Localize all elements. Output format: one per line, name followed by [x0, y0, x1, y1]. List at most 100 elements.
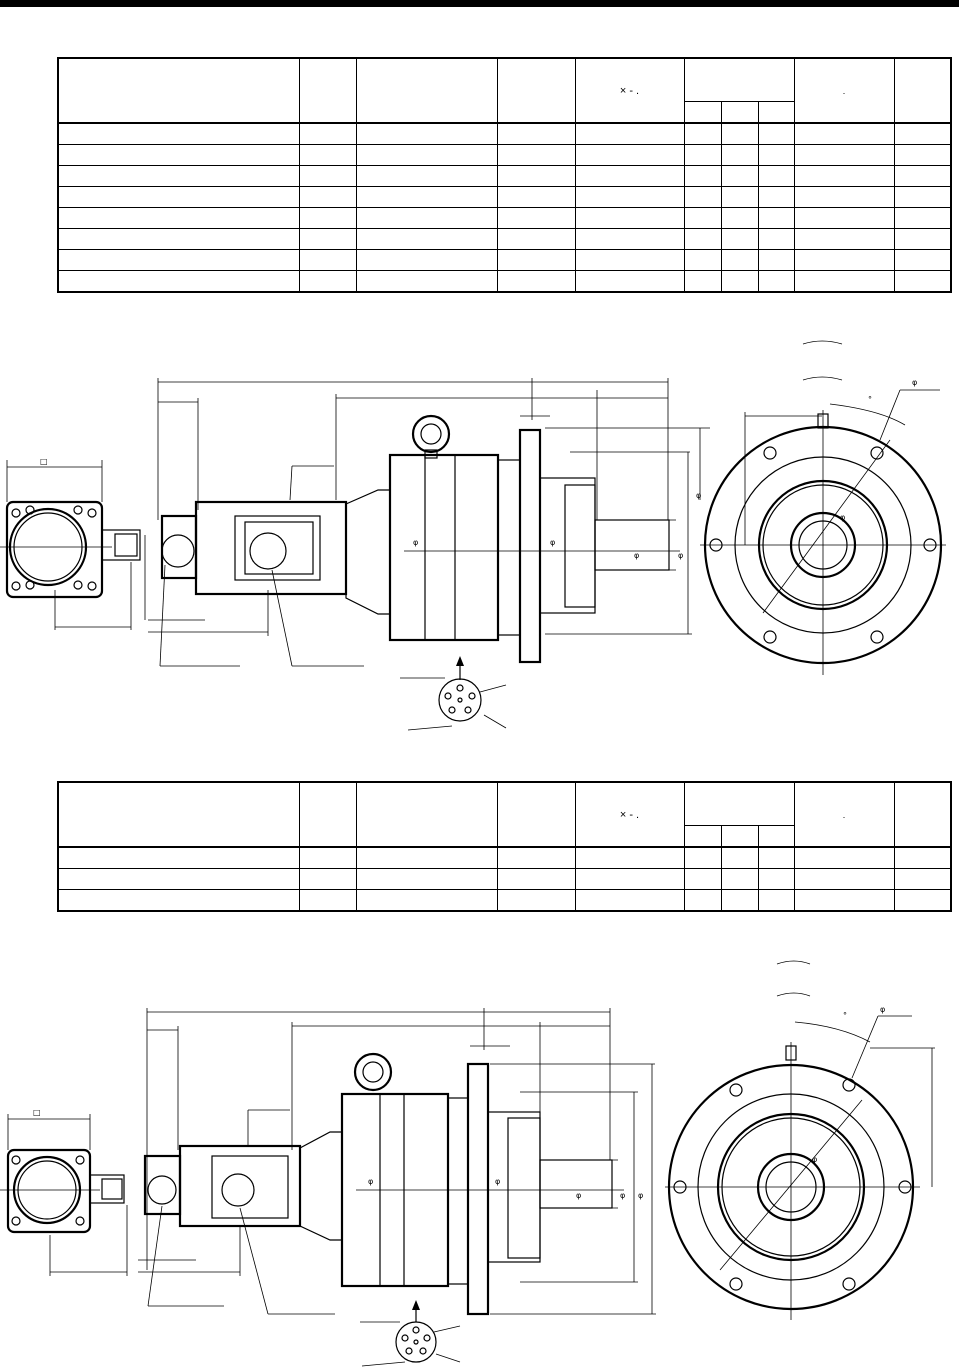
table-cell — [574, 186, 685, 208]
table-cell — [574, 122, 685, 145]
table-cell — [893, 165, 952, 187]
header-cell — [355, 781, 498, 848]
table-cell — [683, 270, 722, 293]
phi-symbol: φ — [912, 378, 917, 387]
header-cell — [496, 781, 576, 848]
phi-symbol: φ — [550, 538, 555, 547]
table-cell — [757, 186, 795, 208]
header-group-cell — [683, 57, 795, 102]
top-rule-bar — [0, 0, 959, 7]
table-cell — [683, 122, 722, 145]
table-cell — [720, 228, 759, 250]
degree-symbol: ° — [843, 1011, 847, 1020]
table-cell — [298, 122, 357, 145]
table-cell — [757, 122, 795, 145]
table-cell — [298, 207, 357, 229]
table-cell — [720, 889, 759, 912]
header-cell — [298, 781, 357, 848]
table-cell — [757, 270, 795, 293]
phi-symbol: φ — [413, 538, 418, 547]
header-cell — [496, 57, 576, 124]
phi-symbol: φ — [634, 551, 639, 560]
table-cell — [757, 228, 795, 250]
motor-gearhead-drawing-1: □ — [0, 340, 946, 731]
table-cell — [496, 846, 576, 869]
header-cell-mass: . — [793, 781, 895, 848]
table-cell — [893, 868, 952, 890]
flange-front-view-2: φ φ ° — [665, 960, 935, 1320]
table-cell — [683, 249, 722, 271]
table-cell — [757, 165, 795, 187]
dot-mark: . — [842, 85, 846, 96]
table-cell — [720, 186, 759, 208]
table-cell — [355, 889, 498, 912]
table-cell — [574, 207, 685, 229]
table-cell — [893, 270, 952, 293]
table-row — [57, 270, 952, 293]
table-row — [57, 846, 952, 869]
table-cell — [57, 249, 300, 271]
table-cell — [574, 228, 685, 250]
table-cell — [793, 144, 895, 166]
table-cell — [298, 846, 357, 869]
square-symbol: □ — [33, 1108, 41, 1117]
phi-symbol: φ — [840, 513, 845, 522]
spec-table-1: × - . . — [57, 57, 953, 293]
table-cell — [793, 270, 895, 293]
table-2-body — [57, 846, 952, 912]
subheader-cell — [757, 101, 795, 124]
phi-symbol: φ — [696, 491, 701, 500]
phi-symbol: φ — [678, 551, 683, 560]
table-cell — [793, 228, 895, 250]
motor-end-view-1: □ — [0, 457, 146, 630]
table-cell — [793, 249, 895, 271]
table-cell — [757, 144, 795, 166]
table-cell — [298, 868, 357, 890]
table-cell — [683, 186, 722, 208]
header-cell — [57, 781, 300, 848]
table-cell — [496, 228, 576, 250]
table-cell — [793, 889, 895, 912]
header-group-cell — [683, 781, 795, 826]
table-cell — [720, 207, 759, 229]
header-cell-mass: . — [793, 57, 895, 124]
header-cell — [893, 57, 952, 124]
phi-symbol: φ — [620, 1191, 625, 1200]
motor-side-view-2: φ φ φ φ φ — [138, 1008, 656, 1367]
table-cell — [574, 846, 685, 869]
table-cell — [893, 186, 952, 208]
table-cell — [720, 144, 759, 166]
table-cell — [893, 228, 952, 250]
table-row — [57, 249, 952, 271]
table-cell — [298, 270, 357, 293]
table-cell — [298, 186, 357, 208]
phi-symbol: φ — [368, 1177, 373, 1186]
table-row — [57, 868, 952, 890]
header-cell — [57, 57, 300, 124]
table-cell — [57, 207, 300, 229]
table-cell — [298, 165, 357, 187]
table-cell — [298, 889, 357, 912]
multiply-mark: × - . — [619, 808, 640, 821]
header-cell — [893, 781, 952, 848]
multiply-mark: × - . — [619, 84, 640, 97]
subheader-cell — [683, 101, 722, 124]
table-cell — [720, 270, 759, 293]
table-cell — [57, 228, 300, 250]
motor-end-view-2: □ — [0, 1108, 128, 1276]
table-cell — [683, 846, 722, 869]
table-cell — [57, 846, 300, 869]
table-cell — [57, 186, 300, 208]
degree-symbol: ° — [868, 395, 872, 404]
table-row — [57, 186, 952, 208]
table-cell — [355, 868, 498, 890]
table-cell — [355, 165, 498, 187]
motor-gearhead-drawing-2: □ — [0, 960, 935, 1367]
table-cell — [355, 207, 498, 229]
table-cell — [757, 868, 795, 890]
phi-symbol: φ — [880, 1005, 885, 1014]
table-row — [57, 165, 952, 187]
table-cell — [574, 165, 685, 187]
table-cell — [757, 249, 795, 271]
table-cell — [298, 249, 357, 271]
